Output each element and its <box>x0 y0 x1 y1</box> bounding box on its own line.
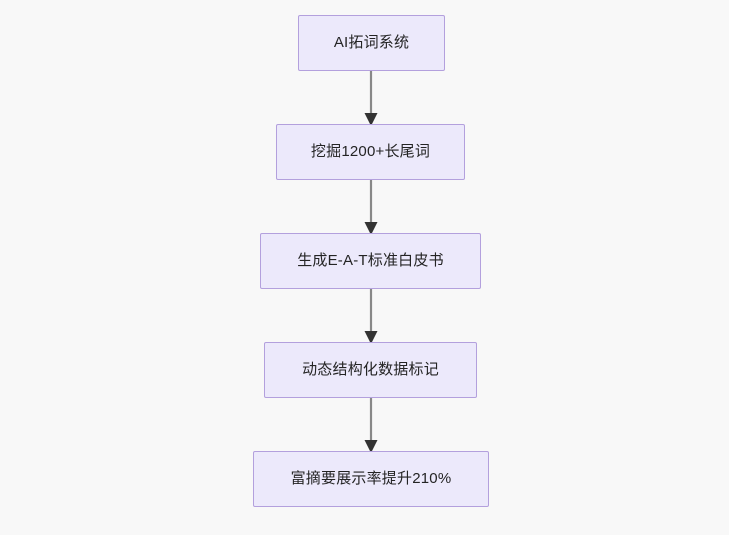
flowchart-node-4[interactable]: 动态结构化数据标记 <box>264 342 477 398</box>
arrowhead-icon <box>364 440 378 453</box>
arrowhead-icon <box>364 113 378 126</box>
flowchart-node-5[interactable]: 富摘要展示率提升210% <box>253 451 489 507</box>
flowchart-node-3[interactable]: 生成E-A-T标准白皮书 <box>260 233 481 289</box>
node-label: 挖掘1200+长尾词 <box>310 143 431 160</box>
edge-n3-n4 <box>361 289 381 350</box>
arrowhead-icon <box>364 331 378 344</box>
edge-n2-n3 <box>361 180 381 241</box>
node-label: AI拓词系统 <box>333 34 410 51</box>
edge-n1-n2 <box>361 71 381 132</box>
node-label: 动态结构化数据标记 <box>302 361 439 378</box>
arrowhead-icon <box>364 222 378 235</box>
edge-n4-n5 <box>361 398 381 459</box>
flowchart-node-2[interactable]: 挖掘1200+长尾词 <box>276 124 465 180</box>
flowchart-node-1[interactable]: AI拓词系统 <box>298 15 445 71</box>
node-label: 富摘要展示率提升210% <box>290 470 452 487</box>
node-label: 生成E-A-T标准白皮书 <box>297 252 444 269</box>
